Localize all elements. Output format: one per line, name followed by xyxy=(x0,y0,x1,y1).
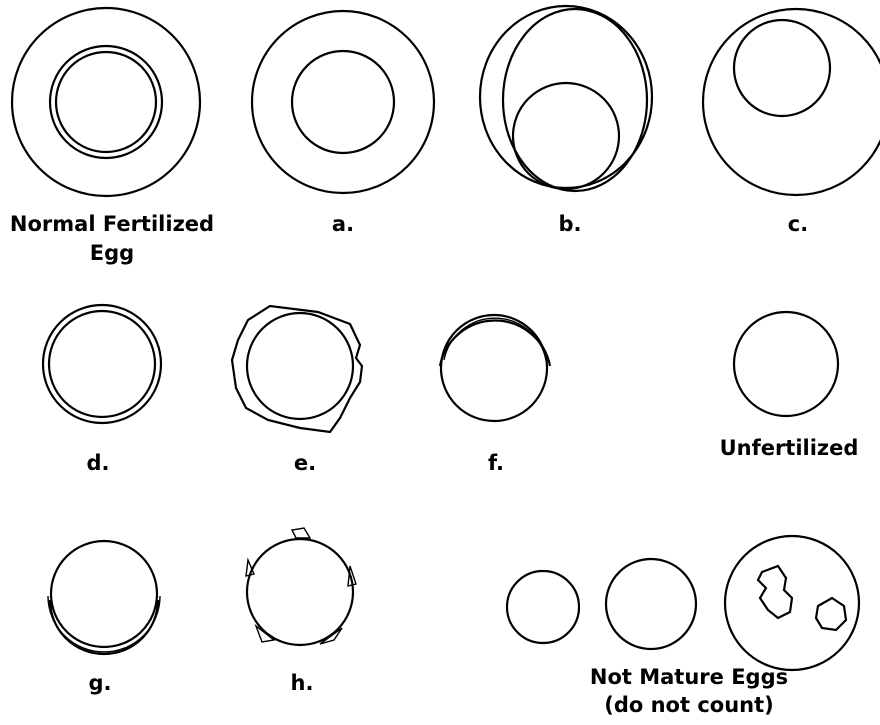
egg-e-label: e. xyxy=(294,451,316,475)
egg-g-label: g. xyxy=(88,671,111,695)
egg-a xyxy=(252,11,434,193)
egg-d-label: d. xyxy=(86,451,109,475)
unfertilized-egg xyxy=(734,312,838,416)
not-mature-label-line2: (do not count) xyxy=(604,693,774,717)
egg-d xyxy=(43,305,161,423)
normal-fertilized-egg xyxy=(12,8,200,196)
egg-f xyxy=(440,315,550,421)
normal-fertilized-label-line1: Normal Fertilized xyxy=(10,212,214,236)
normal-fertilized-label-line2: Egg xyxy=(90,241,134,265)
egg-h xyxy=(246,528,356,645)
immature-egg-3 xyxy=(725,536,859,670)
immature-egg-2 xyxy=(606,559,696,649)
egg-f-label: f. xyxy=(488,451,504,475)
egg-e xyxy=(232,306,362,432)
egg-g xyxy=(48,541,160,654)
not-mature-label-line1: Not Mature Eggs xyxy=(590,665,788,689)
unfertilized-label: Unfertilized xyxy=(720,436,859,460)
egg-b xyxy=(480,6,652,191)
egg-a-label: a. xyxy=(332,212,354,236)
immature-egg-1 xyxy=(507,571,579,643)
egg-c-label: c. xyxy=(788,212,808,236)
egg-h-label: h. xyxy=(291,671,314,695)
egg-b-label: b. xyxy=(558,212,581,236)
egg-c xyxy=(703,9,880,195)
